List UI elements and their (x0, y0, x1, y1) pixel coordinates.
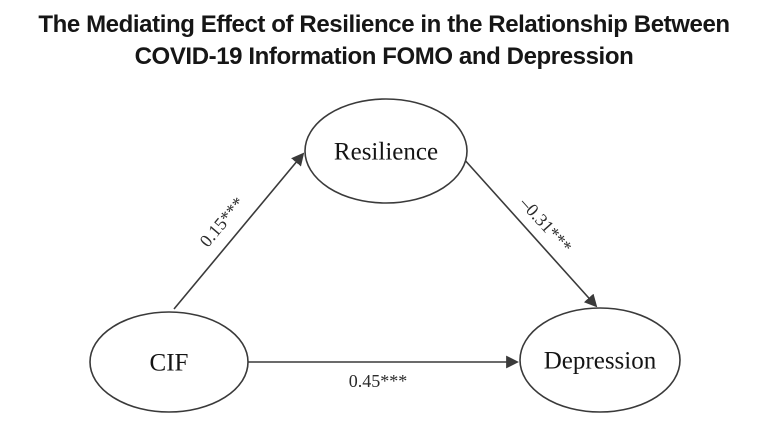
cif-node (89, 311, 249, 413)
resilience-node-label: Resilience (334, 138, 438, 165)
coef-cif-depression: 0.45*** (349, 371, 408, 391)
mediation-diagram-svg: Resilience CIF Depression 0.15*** –0.31*… (89, 98, 681, 413)
mediation-diagram: Resilience CIF Depression 0.15*** –0.31*… (0, 90, 768, 432)
cif-node-label: CIF (150, 349, 189, 376)
figure-title-line-2: COVID-19 Information FOMO and Depression (134, 43, 634, 70)
coef-cif-resilience: 0.15*** (195, 193, 248, 251)
coef-resilience-depression: –0.31*** (515, 192, 576, 256)
figure-title-line-1: The Mediating Effect of Resilience in th… (38, 11, 730, 38)
figure-title: The Mediating Effect of Resilience in th… (0, 9, 768, 73)
depression-node (519, 307, 681, 413)
arrow-cif-to-resilience (173, 152, 305, 310)
arrow-resilience-to-depression (462, 157, 598, 308)
resilience-node (304, 98, 468, 204)
depression-node-label: Depression (544, 347, 657, 374)
